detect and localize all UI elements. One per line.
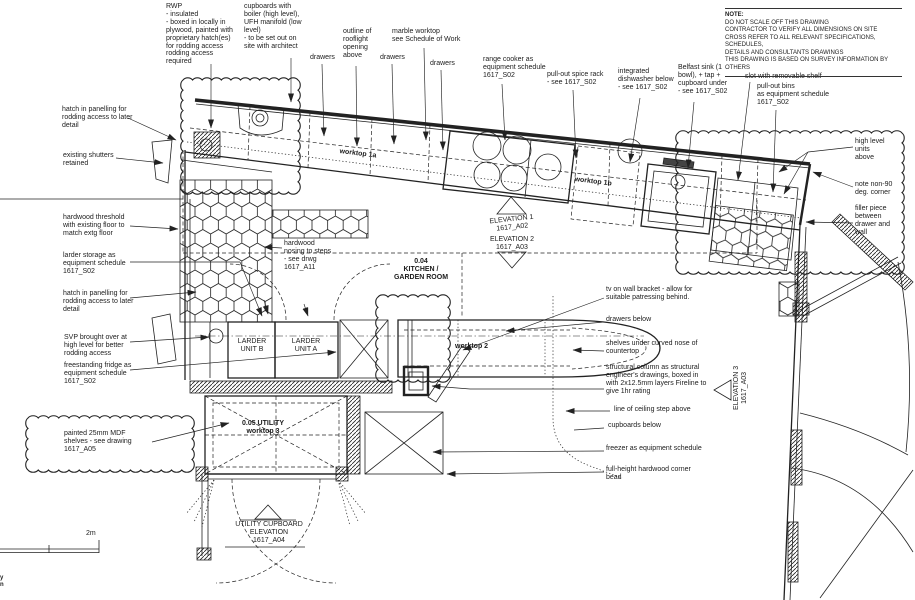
scale-bar [0, 540, 100, 553]
annotation-nosing: hardwood nosing to steps - see drwg 1617… [284, 240, 332, 271]
worktop2-island [397, 319, 661, 403]
annotation-drawers-3: drawers [430, 60, 455, 67]
annotation-structural-column: structural column as structural engineer… [606, 364, 707, 395]
annotation-high-level: high level units above [855, 138, 885, 161]
hex-floor [179, 179, 800, 323]
annotation-spice-rack: pull-out spice rack - see 1617_S02 [547, 71, 604, 86]
boiler-cupboard [181, 103, 285, 173]
range-cooker [442, 130, 643, 204]
annotation-dishwasher: integrated dishwasher below - see 1617_S… [618, 68, 674, 91]
scale-bar-label: 2m [86, 530, 96, 537]
annotation-hatch-1: hatch in panelling for rodding access to… [62, 106, 133, 129]
annotation-filler-piece: filler piece between drawer and wall [855, 205, 891, 236]
annotation-rooflight: outline of rooflight opening above [343, 28, 372, 59]
annotation-rwp: RWP - insulated - boxed in locally in pl… [166, 3, 233, 66]
annotation-drawers-below: drawers below [606, 316, 652, 323]
room-utility-label: 0.05 UTILITY worktop 3 [241, 420, 284, 435]
larder-units [189, 319, 644, 394]
annotation-threshold: hardwood threshold with existing floor t… [63, 214, 125, 237]
annotation-shelves-nose: shelves under curved nose of countertop [606, 340, 698, 355]
annotation-drawers-1: drawers [310, 54, 335, 61]
note-title: NOTE: [725, 12, 744, 18]
worktop-2-label: worktop 2 [455, 343, 489, 350]
leader-lines [115, 47, 854, 477]
larder-unit-b-label: LARDER UNIT B [237, 338, 267, 353]
annotation-ceiling-step: line of ceiling step above [614, 406, 691, 413]
annotation-drawers-2: drawers [380, 54, 405, 61]
annotation-shutters: existing shutters retained [63, 152, 114, 167]
annotation-marble: marble worktop see Schedule of Work [392, 28, 461, 43]
annotation-freezer: freezer as equipment schedule [606, 445, 702, 452]
elevation-2-label: ELEVATION 2 1617_A03 [489, 236, 535, 251]
annotation-hatch-2: hatch in panelling for rodding access to… [63, 290, 134, 313]
annotation-belfast-sink: Belfast sink (1 bowl), + tap + cupboard … [678, 64, 728, 95]
annotation-pullout-bins: pull-out bins as equipment schedule 1617… [757, 83, 829, 106]
annotation-mdf-shelves: painted 25mm MDF shelves - see drawing 1… [64, 430, 132, 453]
annotation-svp: SVP brought over at high level for bette… [64, 334, 127, 357]
revision-cloud [375, 294, 451, 383]
note-block: NOTE: DO NOT SCALE OFF THIS DRAWING CONT… [725, 8, 902, 77]
revision-cloud [25, 415, 195, 473]
revision-clouds [25, 77, 905, 473]
edge-fragment-2: n [0, 582, 4, 588]
edge-fragment-1: y [0, 575, 4, 581]
utility-cupboard [185, 395, 444, 584]
utility-elevation-label: UTILITY CUPBOARD ELEVATION 1617_A04 [235, 521, 303, 544]
revision-cloud [180, 77, 301, 195]
annotation-non90-corner: note non-90 deg. corner [855, 181, 893, 196]
hob-circle [617, 138, 643, 164]
note-body: DO NOT SCALE OFF THIS DRAWING CONTRACTOR… [725, 19, 889, 71]
dishwasher-outline [570, 145, 641, 227]
annotation-fridge: freestanding fridge as equipment schedul… [64, 362, 132, 385]
annotation-cupboards-below: cupboards below [608, 422, 661, 429]
larder-unit-a-label: LARDER UNIT A [291, 338, 321, 353]
elevation-triangles [240, 196, 732, 521]
annotation-tv: tv on wall bracket - allow for suitable … [606, 286, 693, 301]
annotation-boiler: cupboards with boiler (high level), UFH … [244, 3, 302, 50]
annotation-larder-storage: larder storage as equipment schedule 161… [63, 252, 126, 275]
annotation-range-cooker: range cooker as equipment schedule 1617_… [483, 56, 546, 79]
room-kitchen-label: 0.04 KITCHEN / GARDEN ROOM [393, 258, 449, 281]
revision-cloud [675, 130, 905, 275]
elevation-3-label: ELEVATION 3 1617_A03 [733, 365, 748, 410]
annotation-corner-bead: full-height hardwood corner bead [606, 466, 691, 481]
dashed-lines [182, 150, 758, 479]
